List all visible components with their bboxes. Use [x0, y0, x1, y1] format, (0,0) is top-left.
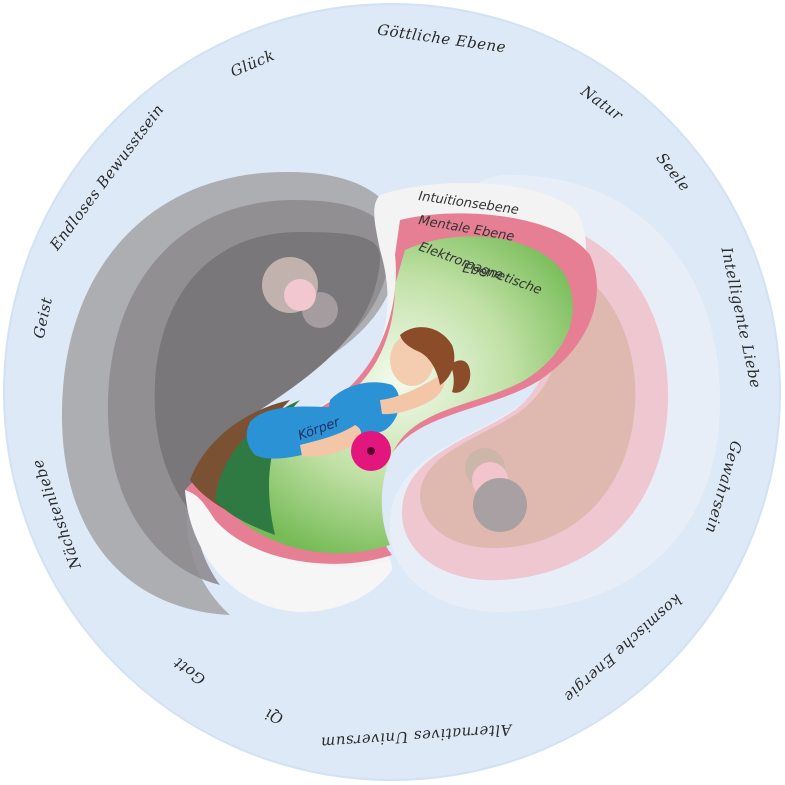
- gray-yin-half: [61, 171, 401, 616]
- body-figure: [246, 327, 471, 471]
- outer-ring-rim: [3, 3, 781, 781]
- label-electromagnetic-2: Ebene: [461, 261, 504, 283]
- electromagnetic-layer: [225, 236, 573, 554]
- dark-green-band: [215, 400, 300, 535]
- ring-label-qi: Qi: [262, 705, 285, 728]
